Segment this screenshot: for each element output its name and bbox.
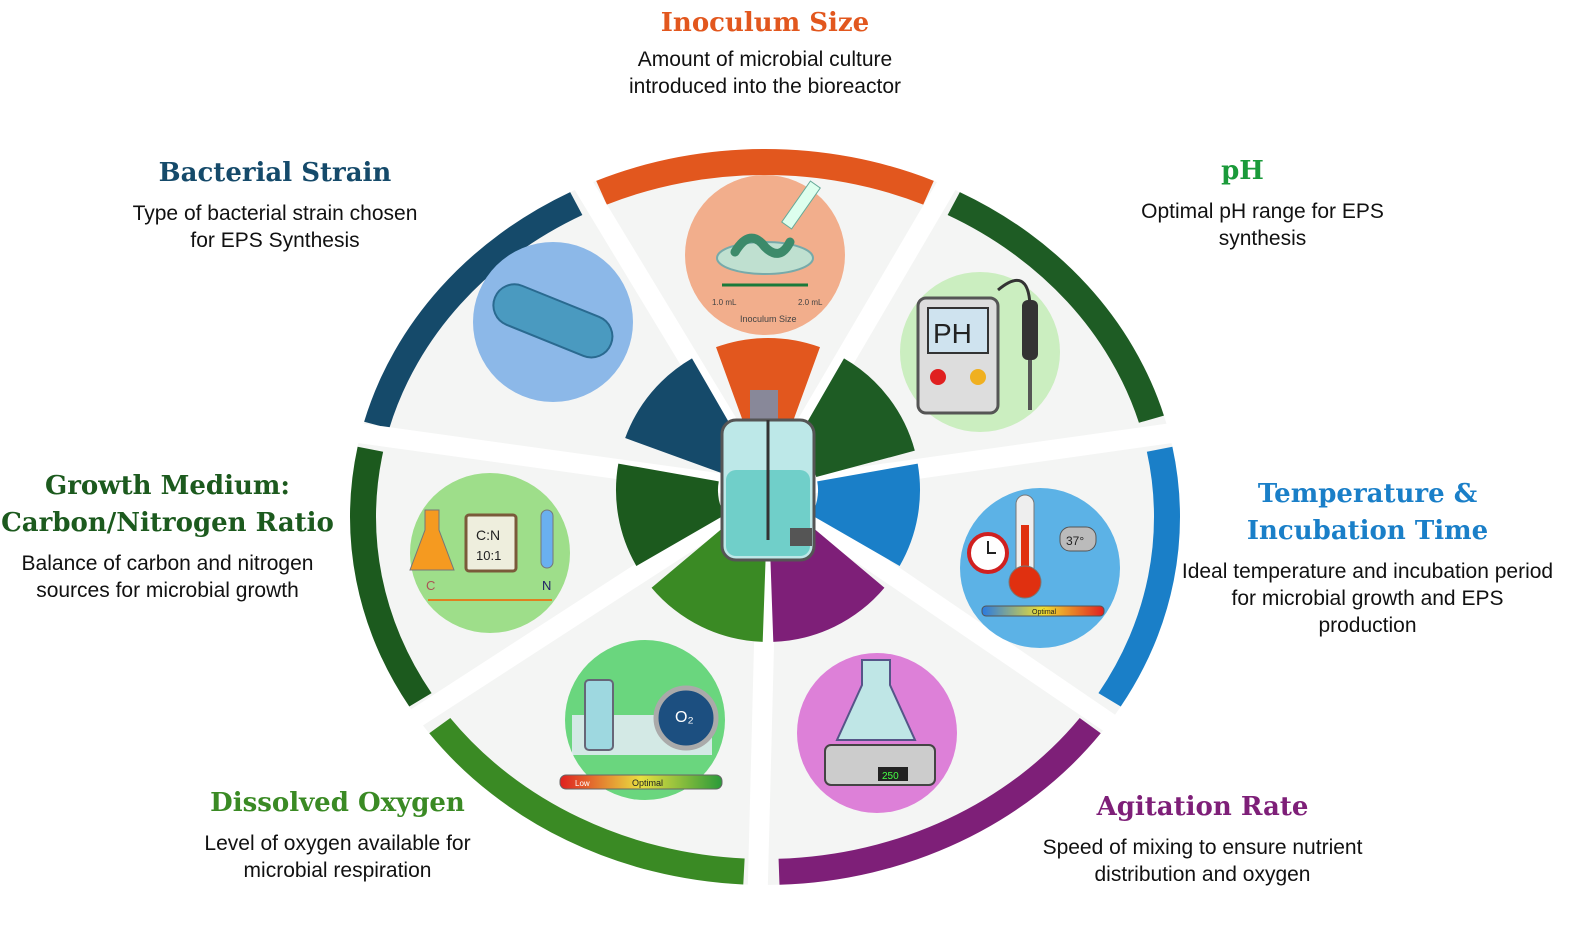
ph-meter-icon: PH <box>900 272 1060 432</box>
strain-description: Type of bacterial strain chosen for EPS … <box>132 202 418 252</box>
temperature-description: Ideal temperature and incubation period … <box>1181 560 1554 637</box>
svg-text:1.0 mL: 1.0 mL <box>712 298 737 307</box>
svg-text:C: C <box>426 578 435 593</box>
svg-text:Optimal: Optimal <box>1032 609 1057 616</box>
svg-text:Inoculum Size: Inoculum Size <box>740 314 797 324</box>
growth-title-line-1: Growth Medium: <box>45 471 290 501</box>
svg-text:Optimal: Optimal <box>632 778 663 788</box>
growth-ring-segment <box>350 446 432 707</box>
svg-text:O₂: O₂ <box>675 709 694 726</box>
ph-description: Optimal pH range for EPS synthesis <box>1141 200 1384 250</box>
svg-text:37°: 37° <box>1066 534 1084 548</box>
strain-ring-segment <box>364 192 583 429</box>
shaker-flask-icon: 250 <box>797 653 957 813</box>
temperature-hub-wedge <box>811 463 920 566</box>
inoculum-title: Inoculum Size <box>660 8 870 38</box>
label-bacterial-strain: Bacterial Strain Type of bacterial strai… <box>130 155 420 254</box>
svg-text:C:N: C:N <box>476 527 500 543</box>
inoculum-description: Amount of microbial culture introduced i… <box>628 48 901 98</box>
svg-text:Low: Low <box>575 779 590 788</box>
bacterium-icon <box>473 242 633 402</box>
oxygen-description: Level of oxygen available for microbial … <box>204 832 471 882</box>
growth-description: Balance of carbon and nitrogen sources f… <box>21 552 314 602</box>
dissolved-oxygen-icon: O₂ Low Optimal <box>559 640 725 800</box>
label-inoculum-size: Inoculum Size Amount of microbial cultur… <box>560 5 970 100</box>
temperature-title-line-1: Temperature & <box>1257 479 1478 509</box>
growth-title-line-2: Carbon/Nitrogen Ratio <box>1 508 334 538</box>
spoke-divider <box>403 481 774 732</box>
temperature-ring-segment <box>1098 446 1181 707</box>
inoculum-icon: 1.0 mL 2.0 mL Inoculum Size <box>685 175 845 335</box>
svg-text:250: 250 <box>882 771 899 782</box>
ph-hub-wedge <box>793 358 915 478</box>
spoke-divider <box>762 481 1123 737</box>
inoculum-ring-segment <box>596 148 934 205</box>
bioreactor-icon <box>720 390 816 562</box>
agitation-description: Speed of mixing to ensure nutrient distr… <box>1042 836 1363 886</box>
agitation-title: Agitation Rate <box>1096 792 1309 822</box>
temperature-title-line-2: Incubation Time <box>1246 516 1489 546</box>
strain-title: Bacterial Strain <box>158 158 392 188</box>
svg-text:10:1: 10:1 <box>476 548 501 563</box>
svg-text:N: N <box>542 578 551 593</box>
svg-text:PH: PH <box>933 318 972 349</box>
oxygen-ring-segment <box>429 718 745 885</box>
ph-title: pH <box>1221 156 1264 186</box>
label-agitation-rate: Agitation Rate Speed of mixing to ensure… <box>1020 789 1385 888</box>
oxygen-title: Dissolved Oxygen <box>210 788 465 818</box>
strain-hub-wedge <box>625 358 743 473</box>
agitation-ring-segment <box>778 718 1101 885</box>
label-growth-medium: Growth Medium: Carbon/Nitrogen Ratio Bal… <box>0 468 335 604</box>
svg-text:2.0 mL: 2.0 mL <box>798 298 823 307</box>
growth-hub-wedge <box>616 463 725 566</box>
label-temperature: Temperature & Incubation Time Ideal temp… <box>1180 476 1555 639</box>
label-ph: pH Optimal pH range for EPS synthesis <box>1120 153 1405 252</box>
thermometer-clock-icon: 37° Optimal <box>960 488 1120 648</box>
ph-ring-segment <box>947 192 1164 423</box>
carbon-nitrogen-icon: C:N 10:1 C N <box>409 473 570 633</box>
label-dissolved-oxygen: Dissolved Oxygen Level of oxygen availab… <box>180 785 495 884</box>
